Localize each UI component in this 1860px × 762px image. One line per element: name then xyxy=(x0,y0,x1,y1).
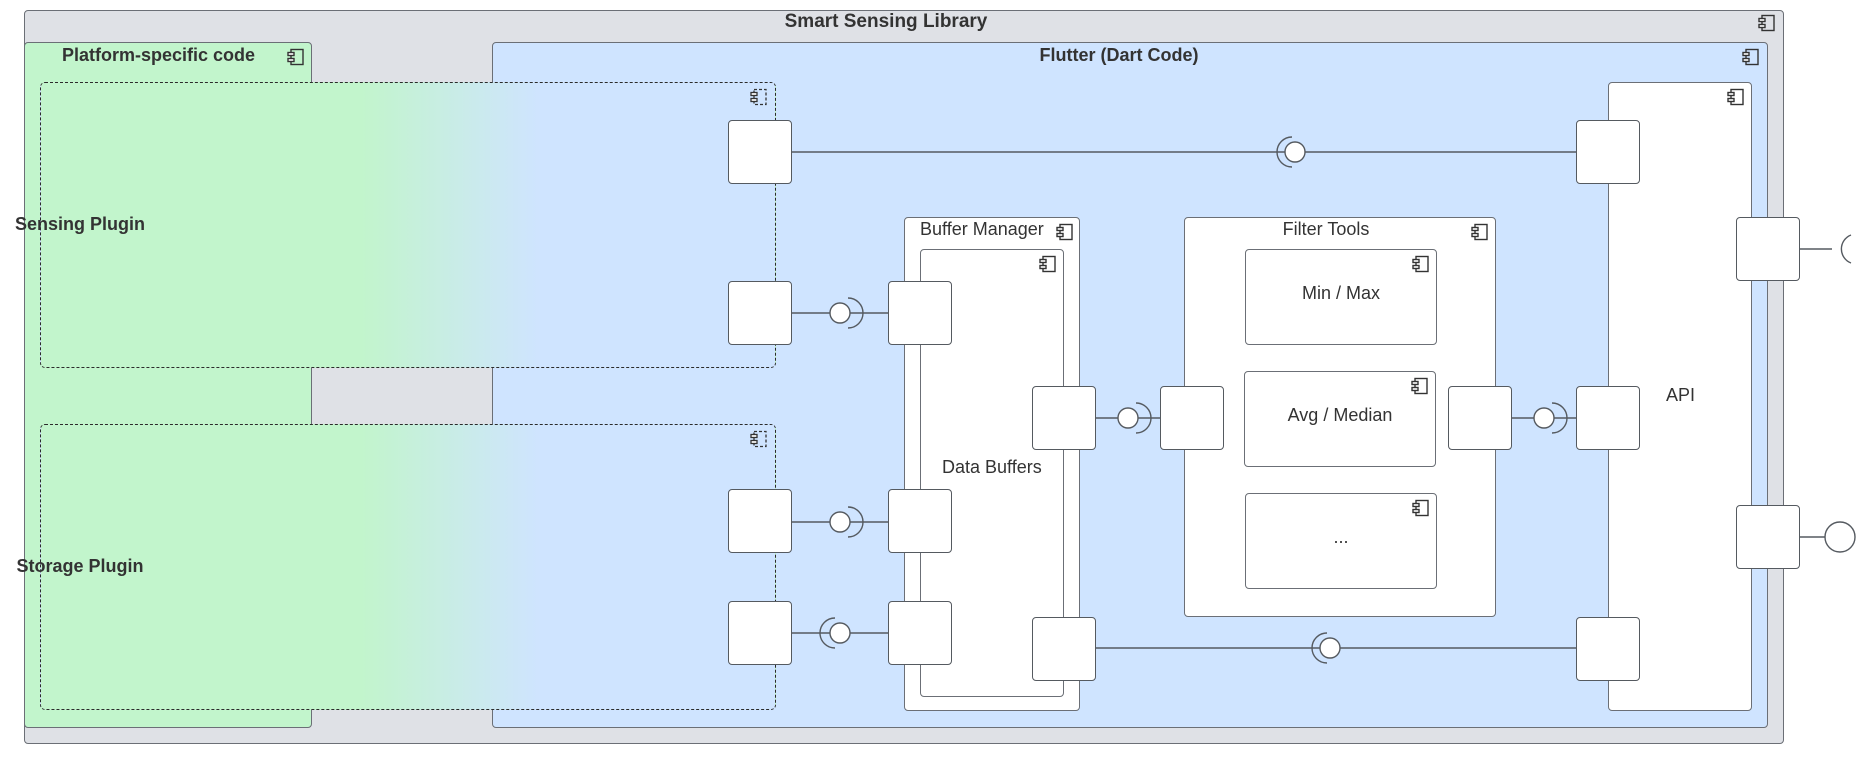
component-icon xyxy=(1742,48,1760,66)
platform-title: Platform-specific code xyxy=(62,45,256,65)
component-icon xyxy=(1056,223,1074,241)
api-label: API xyxy=(1666,385,1696,405)
filter-avg-median xyxy=(1244,371,1436,467)
api-external-port-provided xyxy=(1736,505,1800,569)
filter-more-label: ... xyxy=(1333,527,1349,547)
component-icon xyxy=(1727,88,1745,106)
sensing-plugin-port-bottom xyxy=(728,281,792,345)
component-icon xyxy=(750,88,768,106)
flutter-title: Flutter (Dart Code) xyxy=(1039,45,1199,65)
buffer-manager-port-filter xyxy=(1032,386,1096,450)
component-icon xyxy=(287,48,305,66)
filter-tools-port-out xyxy=(1448,386,1512,450)
component-icon xyxy=(750,430,768,448)
data-buffers-port-sensing xyxy=(888,281,952,345)
data-buffers-port-storage-b xyxy=(888,601,952,665)
sensing-plugin-label: Sensing Plugin xyxy=(14,214,145,234)
data-buffers-label: Data Buffers xyxy=(942,457,1042,477)
storage-plugin-label: Storage Plugin xyxy=(16,556,144,576)
library-title: Smart Sensing Library xyxy=(784,11,988,32)
storage-plugin-port-bottom xyxy=(728,601,792,665)
component-icon xyxy=(1412,499,1430,517)
data-buffers-port-storage-a xyxy=(888,489,952,553)
sensing-plugin-port-top xyxy=(728,120,792,184)
filter-min-max xyxy=(1245,249,1437,345)
api-port-sensing xyxy=(1576,120,1640,184)
filter-more xyxy=(1245,493,1437,589)
sensing-plugin xyxy=(40,82,776,368)
component-icon xyxy=(1039,255,1057,273)
filter-tools-label: Filter Tools xyxy=(1282,219,1370,239)
filter-tools-port-in xyxy=(1160,386,1224,450)
filter-avg-median-label: Avg / Median xyxy=(1287,405,1393,425)
component-icon xyxy=(1412,255,1430,273)
api-port-buffers xyxy=(1576,617,1640,681)
api-port-filter xyxy=(1576,386,1640,450)
filter-min-max-label: Min / Max xyxy=(1301,283,1380,303)
storage-plugin xyxy=(40,424,776,710)
storage-plugin-port-top xyxy=(728,489,792,553)
component-icon xyxy=(1758,14,1776,32)
buffer-manager-port-api xyxy=(1032,617,1096,681)
component-icon xyxy=(1411,377,1429,395)
component-icon xyxy=(1471,223,1489,241)
buffer-manager-label: Buffer Manager xyxy=(920,219,1044,239)
api-external-port-required xyxy=(1736,217,1800,281)
